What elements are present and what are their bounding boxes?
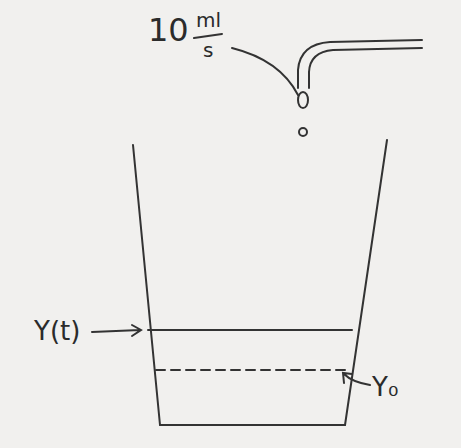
- initial-level-label: Y₀: [372, 374, 398, 400]
- water-level-line: [148, 329, 352, 331]
- tank-bottom: [160, 424, 345, 426]
- faucet-pipe: [309, 48, 422, 88]
- flow-rate-unit: s: [203, 40, 213, 60]
- flow-rate-value: 10: [148, 14, 189, 46]
- leader-arrow: [92, 325, 141, 336]
- leader-arrow: [343, 373, 370, 385]
- tank-left-wall: [133, 145, 160, 425]
- water-drop: [298, 92, 308, 108]
- flow-rate-unit: ml: [196, 10, 221, 30]
- level-label: Y(t): [34, 318, 80, 344]
- fraction-bar: [194, 34, 222, 38]
- initial-level-line: [156, 369, 347, 371]
- faucet-pipe: [298, 40, 422, 88]
- leader-line: [232, 48, 298, 95]
- water-drop: [299, 128, 307, 136]
